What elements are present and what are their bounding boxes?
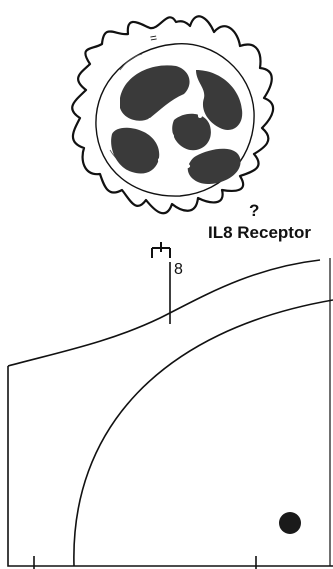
il8-ligand-label: 8 <box>174 262 183 278</box>
receptor-fork <box>152 242 170 258</box>
question-mark-label: ? <box>249 202 259 219</box>
cell-membrane <box>72 16 273 213</box>
il8-receptor-label: IL8 Receptor <box>208 224 311 241</box>
neutrophil-cell <box>72 16 273 213</box>
granule-dot <box>279 512 301 534</box>
